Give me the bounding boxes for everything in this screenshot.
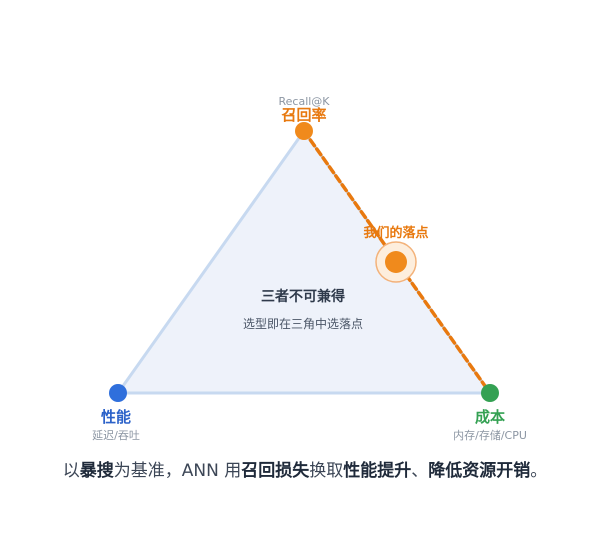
performance-vertex-marker <box>109 384 127 402</box>
cost-title: 成本 <box>474 408 506 426</box>
caption-text-5: 。 <box>530 461 548 481</box>
recall-vertex-marker <box>295 122 313 140</box>
landing-point-label: 我们的落点 <box>363 226 429 241</box>
caption-text-3: 换取 <box>309 461 344 481</box>
center-subtitle: 选型即在三角中选落点 <box>242 317 364 331</box>
caption-text-1: 以 <box>62 461 80 481</box>
caption-text-2: 为基准，ANN 用 <box>113 461 242 481</box>
caption: 以暴搜为基准，ANN 用召回损失换取性能提升、降低资源开销。 <box>0 456 610 481</box>
caption-emphasis-resource-reduction: 降低资源开销 <box>428 461 531 481</box>
recall-subtitle: Recall@K <box>278 95 330 108</box>
cost-subtitle: 内存/存储/CPU <box>453 429 527 442</box>
tradeoff-triangle <box>116 129 492 395</box>
caption-emphasis-brute-search: 暴搜 <box>79 461 114 481</box>
caption-emphasis-performance-gain: 性能提升 <box>343 461 412 481</box>
recall-title: 召回率 <box>281 106 327 124</box>
caption-emphasis-recall-loss: 召回损失 <box>241 461 310 481</box>
performance-title: 性能 <box>100 408 132 426</box>
performance-subtitle: 延迟/吞吐 <box>92 429 140 442</box>
landing-point-marker <box>385 251 407 273</box>
center-title: 三者不可兼得 <box>261 289 345 305</box>
caption-text-4: 、 <box>411 461 429 481</box>
cost-vertex-marker <box>481 384 499 402</box>
